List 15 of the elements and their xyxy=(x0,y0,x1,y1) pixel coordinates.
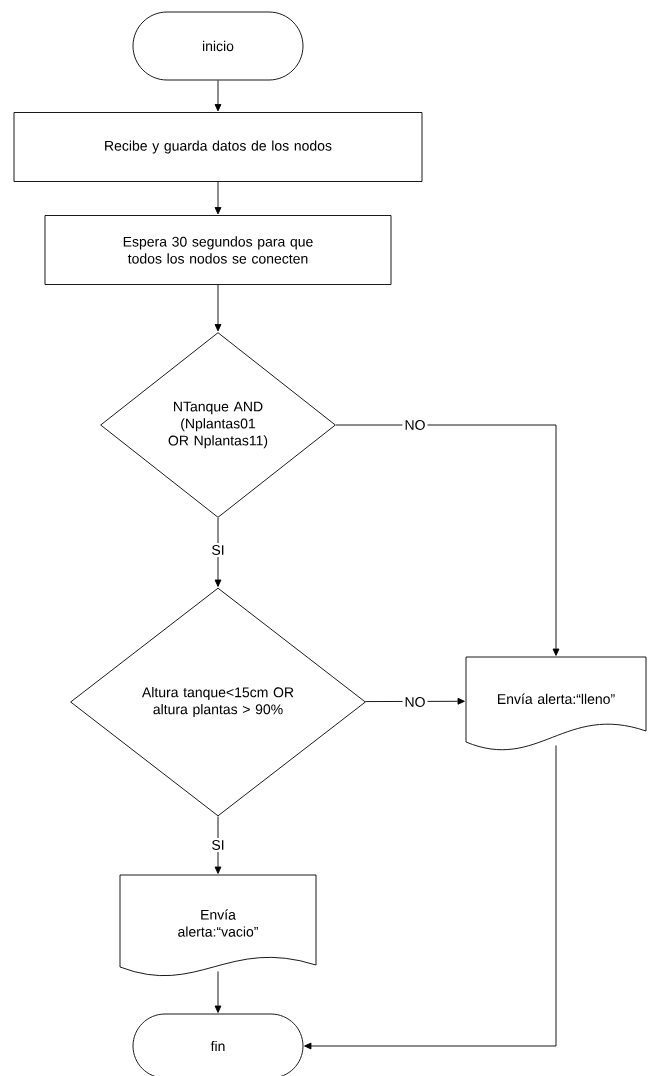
process-box: Recibe y guarda datos de los nodos xyxy=(13,112,423,182)
edge-label: NO xyxy=(402,418,428,432)
arrow xyxy=(304,745,557,1050)
process-box: Espera 30 segundos para que todos los nodos se conecten xyxy=(44,215,392,285)
edge-label: SI xyxy=(209,838,227,852)
arrow xyxy=(214,80,222,112)
edge-label: NO xyxy=(402,695,428,709)
arrow xyxy=(335,424,560,656)
arrow xyxy=(214,971,222,1013)
arrow xyxy=(214,284,222,332)
arrow xyxy=(364,697,465,705)
arrow xyxy=(214,816,222,874)
edge-label: SI xyxy=(209,543,227,557)
arrow xyxy=(214,181,222,215)
arrow xyxy=(214,517,222,587)
